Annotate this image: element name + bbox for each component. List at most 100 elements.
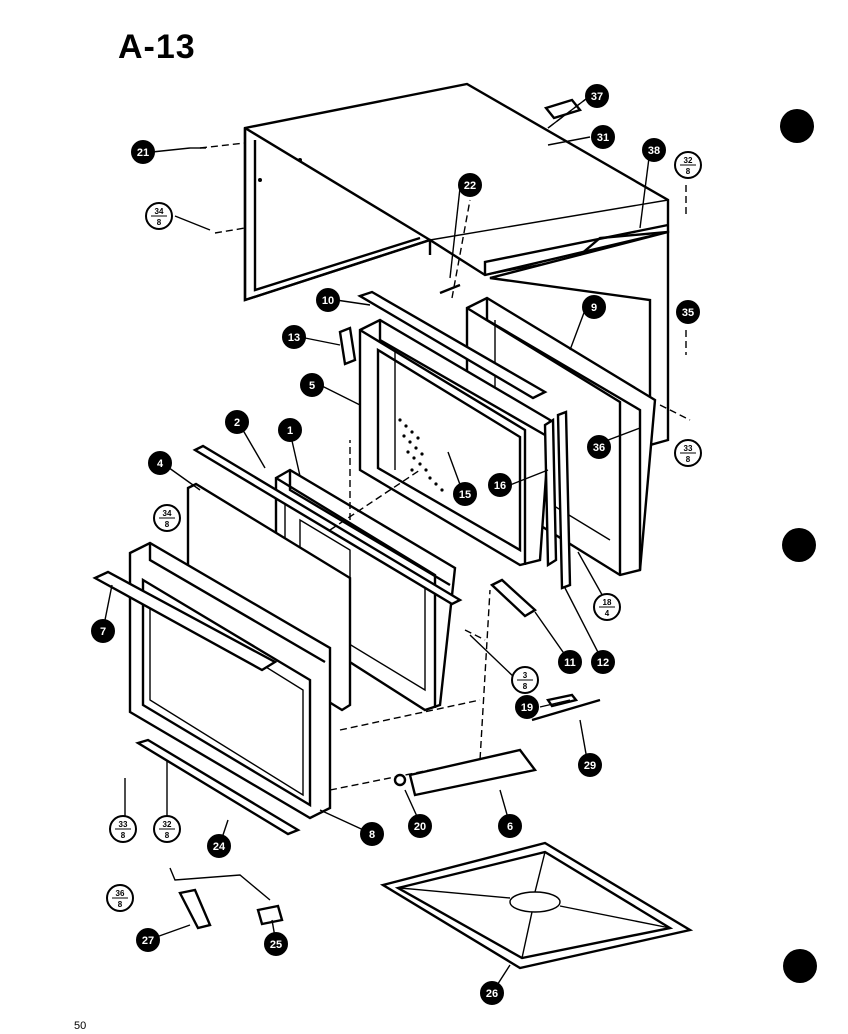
- callout-c2: 2: [225, 410, 249, 434]
- callout-text: 10: [322, 295, 334, 307]
- callout-text: 15: [459, 489, 471, 501]
- callout-c35: 35: [676, 300, 700, 324]
- callout-text: 33: [684, 444, 693, 453]
- diagram-title: A-13: [118, 28, 196, 66]
- callout-c12: 12: [591, 650, 615, 674]
- callout-text: 12: [597, 657, 609, 669]
- callout-circle: [585, 84, 609, 108]
- callout-text: 8: [165, 831, 170, 840]
- callout-c6: 6: [498, 814, 522, 838]
- callout-text: 8: [686, 455, 691, 464]
- callout-c21: 21: [131, 140, 155, 164]
- callout-c0308: 38: [511, 666, 539, 694]
- callout-c10: 10: [316, 288, 340, 312]
- callout-circle: [578, 753, 602, 777]
- callout-circle: [458, 173, 482, 197]
- callout-text: 6: [507, 821, 513, 833]
- callout-c1: 1: [278, 418, 302, 442]
- back-panel: [489, 230, 670, 447]
- callout-text: 32: [163, 820, 172, 829]
- callout-text: 8: [369, 829, 375, 841]
- callout-text: 26: [486, 988, 498, 1000]
- callout-text: 8: [157, 218, 162, 227]
- callout-text: 37: [591, 91, 603, 103]
- callout-circle: [148, 451, 172, 475]
- callout-text: 3: [523, 671, 528, 680]
- spring: [531, 698, 601, 722]
- callout-circle: [278, 418, 302, 442]
- callout-circle: [136, 928, 160, 952]
- callout-text: 27: [142, 935, 154, 947]
- callout-circle: [131, 140, 155, 164]
- callout-circle: [591, 650, 615, 674]
- callout-text: 34: [163, 509, 172, 518]
- callout-c31: 31: [591, 125, 615, 149]
- connector: [256, 904, 284, 926]
- callout-circle: [91, 619, 115, 643]
- callout-circle: [591, 125, 615, 149]
- page-number: 50: [74, 1020, 87, 1032]
- callout-text: 36: [593, 442, 605, 454]
- hinge-cover: [489, 578, 538, 618]
- callout-c3308: 338: [674, 439, 702, 467]
- callout-circle: [264, 932, 288, 956]
- callout-text: 21: [137, 147, 149, 159]
- callout-text: 9: [591, 302, 597, 314]
- label-sticker: [543, 98, 583, 120]
- callout-c5: 5: [300, 373, 324, 397]
- callout-c15: 15: [453, 482, 477, 506]
- callout-circle: [488, 473, 512, 497]
- callout-c3208: 328: [674, 151, 702, 179]
- registration-dot-top: [780, 109, 814, 143]
- callout-c11: 11: [558, 650, 582, 674]
- callout-circle: [360, 822, 384, 846]
- callout-c36: 36: [587, 435, 611, 459]
- callout-c19: 19: [515, 695, 539, 719]
- callout-circle: [282, 325, 306, 349]
- callout-text: 2: [234, 417, 240, 429]
- callout-text: 19: [521, 702, 533, 714]
- callout-c24: 24: [207, 834, 231, 858]
- callout-text: 38: [648, 145, 660, 157]
- callout-text: 31: [597, 132, 609, 144]
- callout-c38: 38: [642, 138, 666, 162]
- callout-circle: [300, 373, 324, 397]
- callout-circle: [408, 814, 432, 838]
- callout-circle: [582, 295, 606, 319]
- callout-c3308b: 338: [109, 815, 137, 843]
- callout-circle: [558, 650, 582, 674]
- callout-circle: [515, 695, 539, 719]
- callout-c27: 27: [136, 928, 160, 952]
- oven-cavity: [358, 318, 552, 567]
- callout-text: 11: [564, 657, 576, 669]
- switch-unit: [178, 888, 212, 930]
- callout-text: 24: [213, 841, 226, 853]
- callout-text: 36: [116, 889, 125, 898]
- callout-c4: 4: [148, 451, 172, 475]
- callout-circle: [498, 814, 522, 838]
- callout-c29: 29: [578, 753, 602, 777]
- choke-strip: [192, 444, 463, 606]
- callout-c1804: 184: [593, 593, 621, 621]
- drip-tray: [379, 841, 694, 970]
- callout-text: 4: [605, 609, 610, 618]
- callout-text: 4: [157, 458, 164, 470]
- callout-c26: 26: [480, 981, 504, 1005]
- callout-circle: [225, 410, 249, 434]
- callout-c20: 20: [408, 814, 432, 838]
- callout-circle: [453, 482, 477, 506]
- callout-c9: 9: [582, 295, 606, 319]
- bottom-trim: [135, 738, 301, 836]
- callout-text: 22: [464, 180, 476, 192]
- callout-c37: 37: [585, 84, 609, 108]
- callout-c16: 16: [488, 473, 512, 497]
- hinge-plate: [556, 410, 572, 590]
- side-bracket: [338, 326, 357, 366]
- vent-perforations: [398, 418, 444, 492]
- callout-text: 16: [494, 480, 506, 492]
- callout-c25: 25: [264, 932, 288, 956]
- door-lever: [408, 748, 538, 797]
- callout-text: 8: [121, 831, 126, 840]
